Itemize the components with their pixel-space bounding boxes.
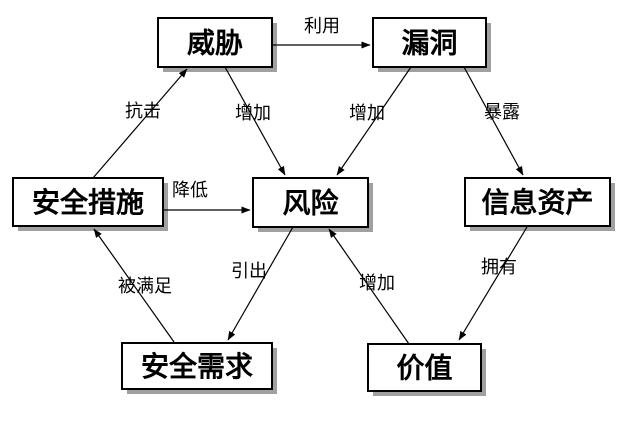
- node-box-threat: [157, 17, 273, 68]
- node-box-risk: [252, 177, 369, 228]
- edge-label-satisfy: 被满足: [118, 276, 172, 297]
- node-box-value: [367, 343, 482, 392]
- edge-label-expose: 暴露: [484, 102, 520, 123]
- edge-label-threat-increase: 增加: [235, 103, 271, 124]
- edge-line-expose: [463, 66, 524, 176]
- edge-label-vuln-increase: 增加: [349, 103, 385, 124]
- edge-line-value-increase: [328, 228, 410, 345]
- node-label-risk: 风险: [282, 187, 339, 220]
- edge-label-own: 拥有: [481, 257, 517, 278]
- node-label-safeguard: 安全措施: [32, 186, 144, 219]
- node-label-value: 价值: [396, 352, 452, 385]
- node-box-vulnerability: [372, 17, 487, 68]
- node-box-safeguard: [12, 177, 164, 227]
- edge-line-lead-to: [227, 226, 294, 341]
- node-box-info-asset: [464, 177, 611, 227]
- node-label-vulnerability: 漏洞: [401, 27, 457, 60]
- node-label-threat: 威胁: [187, 27, 243, 60]
- edge-line-resist: [92, 68, 188, 179]
- edge-line-vuln-increase: [336, 66, 412, 176]
- edge-line-own: [458, 226, 528, 341]
- edge-label-reduce: 降低: [172, 180, 208, 201]
- edge-label-exploit: 利用: [304, 16, 340, 37]
- node-box-security-requirement: [121, 342, 273, 390]
- edge-line-satisfy: [93, 228, 175, 343]
- edge-label-lead-to: 引出: [231, 261, 267, 282]
- node-label-info-asset: 信息资产: [481, 186, 593, 219]
- edge-line-threat-increase: [224, 66, 286, 176]
- node-label-security-requirement: 安全需求: [141, 350, 253, 383]
- edge-label-resist: 抗击: [125, 101, 161, 122]
- edge-label-value-increase: 增加: [359, 273, 395, 294]
